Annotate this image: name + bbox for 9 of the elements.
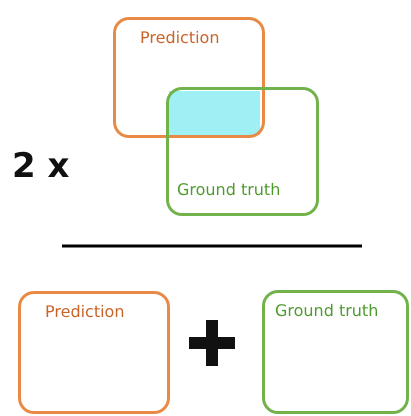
region-label: Prediction xyxy=(45,302,124,321)
region-box xyxy=(113,17,265,138)
region-label: Ground truth xyxy=(177,180,280,199)
region-box xyxy=(166,87,319,216)
multiplier-text: 2 x xyxy=(12,146,70,186)
region-box xyxy=(262,290,409,414)
region-label: Ground truth xyxy=(275,301,378,320)
region-label: Prediction xyxy=(140,28,220,47)
region-box xyxy=(18,291,170,414)
